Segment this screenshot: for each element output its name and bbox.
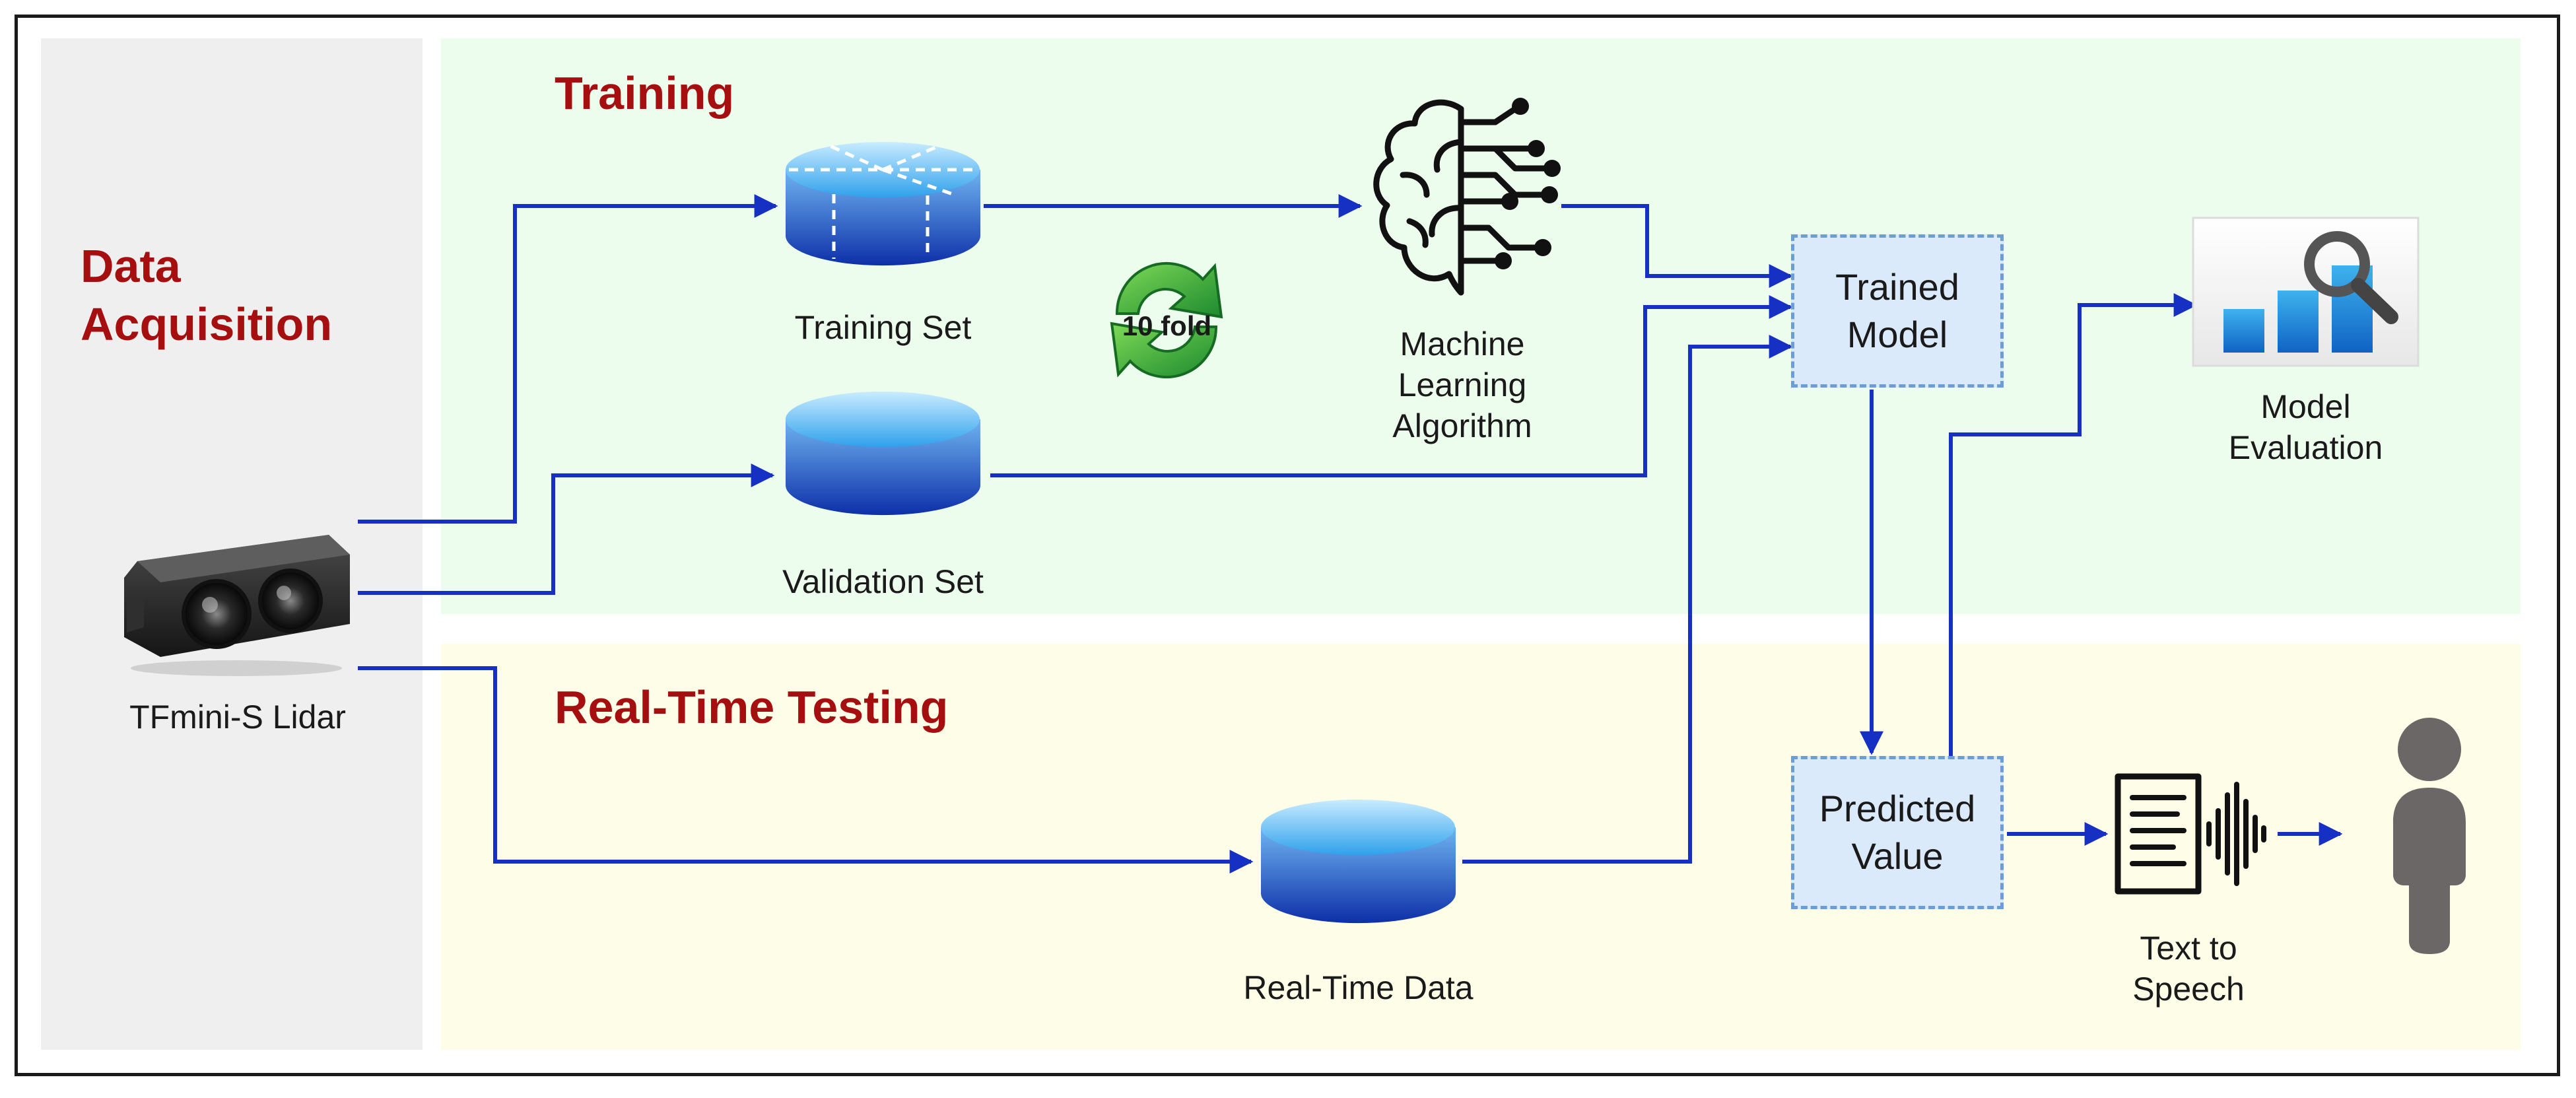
arrow-validation-set-to-trained-model	[990, 295, 1793, 477]
brain-circuit-icon	[1373, 98, 1561, 296]
validation-set-label: Validation Set	[782, 563, 984, 600]
training-set-label: Training Set	[794, 309, 972, 346]
lidar-sensor-icon	[124, 535, 350, 676]
person-icon	[2393, 718, 2466, 954]
real-time-data-database-icon	[1261, 800, 1456, 924]
arrow-real-time-data-to-trained-model	[1462, 335, 1793, 864]
real-time-data-label: Real-Time Data	[1243, 969, 1474, 1006]
data-acquisition-title: Data Acquisition	[81, 240, 333, 350]
arrow-lidar-to-training-set	[358, 194, 778, 524]
arrow-lidar-to-real-time-data	[358, 666, 1254, 874]
lidar-label: TFmini-S Lidar	[129, 699, 346, 736]
training-panel	[441, 38, 2521, 614]
validation-set-database-icon	[786, 392, 980, 516]
sound-wave-document-icon	[2115, 773, 2266, 895]
recycle-arrows-icon	[1110, 261, 1223, 379]
training-set-database-icon	[786, 142, 980, 266]
outer-frame	[15, 15, 2560, 1076]
ml-algorithm-label: Machine Learning Algorithm	[1392, 326, 1532, 444]
text-to-speech-label: Text to Speech	[2132, 930, 2245, 1008]
ten-fold-label: 10 fold	[1122, 310, 1212, 341]
arrow-predicted-value-to-evaluation	[1949, 293, 2198, 758]
predicted-value-box: Predicted Value	[1791, 756, 2004, 909]
model-evaluation-label: Model Evaluation	[2228, 388, 2383, 466]
trained-model-box: Trained Model	[1791, 234, 2004, 388]
data-acquisition-panel	[41, 38, 423, 1050]
arrow-lidar-to-validation-set	[358, 463, 775, 595]
training-title: Training	[555, 67, 735, 119]
arrow-algorithm-to-trained-model	[1561, 204, 1793, 288]
bar-chart-magnifier-icon	[2192, 217, 2420, 367]
real-time-testing-title: Real-Time Testing	[555, 681, 949, 733]
